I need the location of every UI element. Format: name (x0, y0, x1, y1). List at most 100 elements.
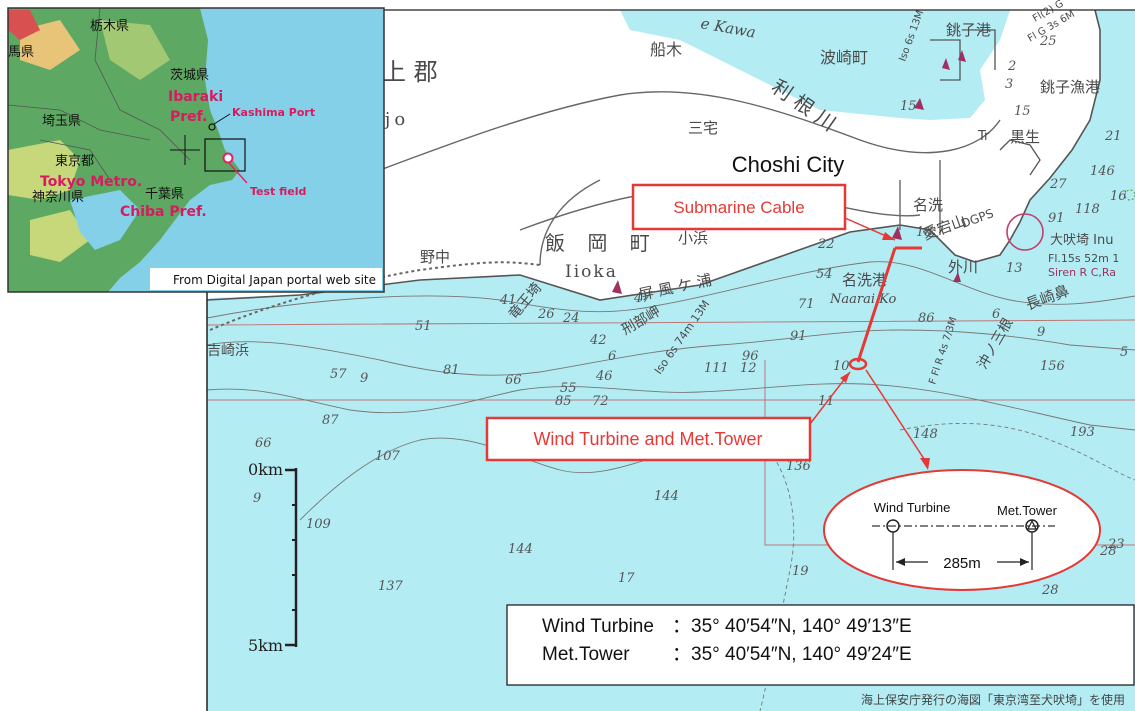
depth-sounding: 47 (633, 291, 651, 306)
depth-sounding: 5 (1120, 345, 1128, 360)
label-naarai-ko: Naarai Ko (829, 292, 896, 307)
depth-sounding: 12 (740, 361, 757, 376)
depth-sounding: 15 (900, 99, 917, 114)
scale-bottom-label: 5km (248, 636, 283, 655)
depth-sounding: 25 (1039, 34, 1057, 49)
depth-sounding: 46 (595, 369, 613, 384)
inset-label-ibaraki-en: Ibaraki (168, 89, 223, 105)
label-kohama: 小浜 (678, 229, 708, 247)
wind-turbine-callout-box (485, 416, 812, 462)
inset-label-gunma: 馬県 (8, 45, 34, 60)
scale-bar (285, 468, 298, 647)
label-togawa: 外川 (948, 258, 978, 276)
depth-sounding: 118 (1075, 202, 1100, 217)
coord-row1-value: ：35° 40′54″N, 140° 49′13″E (672, 616, 912, 637)
inset-label-kashima-port: Kashima Port (232, 106, 315, 119)
inset-label-ibaraki-pref: Pref. (170, 109, 207, 125)
depth-sounding: 109 (306, 517, 331, 532)
kashima-port-marker (208, 123, 216, 131)
chart-markers (612, 50, 966, 294)
copyright-note: 海上保安庁発行の海図「東京湾至犬吠埼」を使用 (861, 692, 1125, 707)
depth-sounding: 72 (592, 394, 609, 409)
coastline (206, 9, 1101, 301)
depth-sounding: 85 (555, 394, 572, 409)
scale-top-label: 0km (248, 460, 283, 479)
depth-sounding: 18 (916, 225, 933, 240)
label-kokusho: 黒生 (1010, 128, 1040, 146)
depth-sounding: 71 (798, 297, 815, 312)
label-nagai-port: 名洗港 (842, 271, 887, 289)
depth-sounding: 24 (562, 311, 580, 326)
depth-sounding: 28 (1099, 544, 1117, 559)
detail-wind-turbine-label: Wind Turbine (874, 500, 951, 515)
depth-sounding: 51 (415, 319, 432, 334)
wind-turbine-callout: Wind Turbine and Met.Tower (533, 429, 762, 449)
inset-label-kanagawa: 神奈川県 (32, 190, 84, 205)
turbine-site-marker (848, 357, 868, 371)
label-miyake: 三宅 (688, 119, 718, 137)
label-iioka: Iioka (565, 262, 618, 282)
label-hazakimachi: 波崎町 (820, 48, 868, 67)
inset-label-tokyo-jp: 東京都 (55, 153, 94, 169)
label-funaki: 船木 (650, 40, 682, 59)
label-iioka-town: 飯 岡 町 (545, 231, 658, 255)
depth-sounding: 66 (505, 373, 522, 388)
depth-sounding: 144 (508, 542, 533, 557)
depth-sounding: 27 (1049, 177, 1067, 192)
label-choshi-fishing-port: 銚子漁港 (1040, 78, 1100, 96)
coord-row2-name: Met.Tower (542, 644, 630, 665)
choshi-city-label: Choshi City (732, 152, 844, 177)
depth-sounding: 137 (378, 579, 404, 594)
inset-source-bg (150, 268, 382, 290)
depth-sounding: 91 (790, 329, 807, 344)
inubosaki-light-circle (1006, 213, 1044, 251)
depth-sounding: 55 (560, 381, 577, 396)
light-siren: Siren R C,Ra (1048, 266, 1116, 279)
inset-test-field-frame (204, 138, 246, 172)
depth-sounding: 81 (443, 363, 460, 378)
depth-sounding: 146 (1090, 164, 1115, 179)
inset-label-chiba-jp: 千葉県 (145, 187, 184, 202)
depth-sounding: 17 (618, 571, 635, 586)
inset-label-saitama: 埼玉県 (42, 114, 81, 129)
depth-sounding: 57 (330, 367, 347, 382)
label-inubosaki: 大吠埼 Inu (1050, 233, 1113, 248)
depth-sounding: 148 (913, 427, 938, 442)
depth-sounding: 22 (817, 237, 835, 252)
label-gun: 上 郡 (382, 58, 438, 86)
coordinates-box (506, 604, 1135, 686)
label-dgps: DGPS (959, 206, 995, 231)
depth-sounding: 10 (833, 359, 850, 374)
depth-sounding: 26 (537, 307, 555, 322)
inset-label-tochigi: 栃木県 (90, 19, 129, 34)
cable-route (809, 217, 930, 470)
depth-sounding: 91 (1048, 211, 1065, 226)
label-choshi-port: 銚子港 (946, 21, 991, 39)
label-nonaka: 野中 (420, 248, 450, 266)
depth-sounding: 3 (1005, 77, 1013, 92)
depth-sounding: 87 (322, 413, 339, 428)
tone-river (620, 10, 1010, 120)
depth-sounding: 156 (1040, 359, 1065, 374)
turbine-tower-detail (823, 469, 1101, 591)
railway-line (209, 261, 541, 331)
depth-sounding: 6 (992, 307, 1000, 322)
detail-distance-label: 285m (943, 555, 981, 572)
depth-sounding: 136 (786, 459, 811, 474)
depth-sounding: 9 (253, 491, 261, 506)
depth-sounding: 23 (1107, 537, 1125, 552)
label-nagai: 名洗 (913, 196, 943, 214)
depth-sounding: 15 (1014, 104, 1031, 119)
depth-sounding: 19 (792, 564, 809, 579)
light-fl: Fl.15s 52m 1 (1048, 252, 1119, 265)
depth-sounding: 42 (589, 333, 607, 348)
depth-sounding: 28 (1041, 583, 1059, 598)
inset-label-tokyo-en: Tokyo Metro. (40, 174, 142, 190)
inset-label-chiba-en: Chiba Pref. (120, 204, 207, 220)
coord-row2-value: ：35° 40′54″N, 140° 49′24″E (672, 644, 912, 665)
depth-sounding: 21 (1104, 129, 1122, 144)
depth-sounding: 2 (1007, 59, 1016, 74)
depth-sounding: 9 (1037, 325, 1045, 340)
